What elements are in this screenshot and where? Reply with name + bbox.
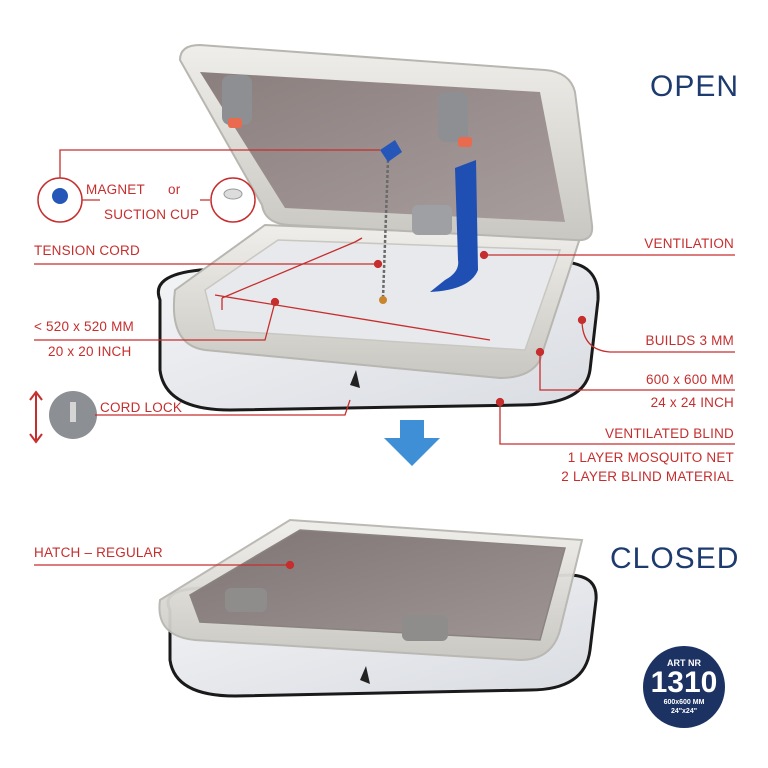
art-nr-value: 1310: [650, 666, 718, 699]
mosquito-net-label: 1 LAYER MOSQUITO NET: [567, 450, 734, 465]
size-small-mm-label: < 520 x 520 MM: [34, 319, 134, 334]
blind-material-label: 2 LAYER BLIND MATERIAL: [561, 469, 734, 484]
hatch-regular-label: HATCH – REGULAR: [34, 545, 163, 560]
ventilation-label: VENTILATION: [644, 236, 734, 251]
size-large-inch-label: 24 x 24 INCH: [650, 395, 734, 410]
down-arrow: [384, 420, 440, 466]
or-label: or: [168, 182, 181, 197]
cord-lock-arrow: [29, 390, 43, 444]
art-number-badge: ART NR 1310 600x600 MM 24"x24": [643, 646, 725, 728]
leader-lines: [34, 149, 735, 570]
magnet-label: MAGNET: [86, 182, 145, 197]
closed-heading: CLOSED: [610, 542, 740, 575]
art-nr-label: ART NR: [667, 658, 701, 668]
builds-label: BUILDS 3 MM: [645, 333, 734, 348]
hatch-glass-closed: [189, 529, 566, 641]
badge-size-inch: 24"x24": [670, 708, 698, 715]
cord-lock-label: CORD LOCK: [100, 400, 183, 415]
size-small-inch-label: 20 x 20 INCH: [48, 344, 132, 359]
tension-cord: [381, 159, 390, 299]
tension-cord-label: TENSION CORD: [34, 243, 140, 258]
open-heading: OPEN: [650, 70, 740, 103]
suction-cup-label: SUCTION CUP: [104, 207, 200, 222]
ventilation-strip: [430, 160, 478, 292]
ventilated-blind-label: VENTILATED BLIND: [605, 426, 734, 441]
badge-size-mm: 600x600 MM: [663, 699, 705, 706]
suction-cup-inset: [210, 177, 256, 223]
size-large-mm-label: 600 x 600 MM: [646, 372, 734, 387]
